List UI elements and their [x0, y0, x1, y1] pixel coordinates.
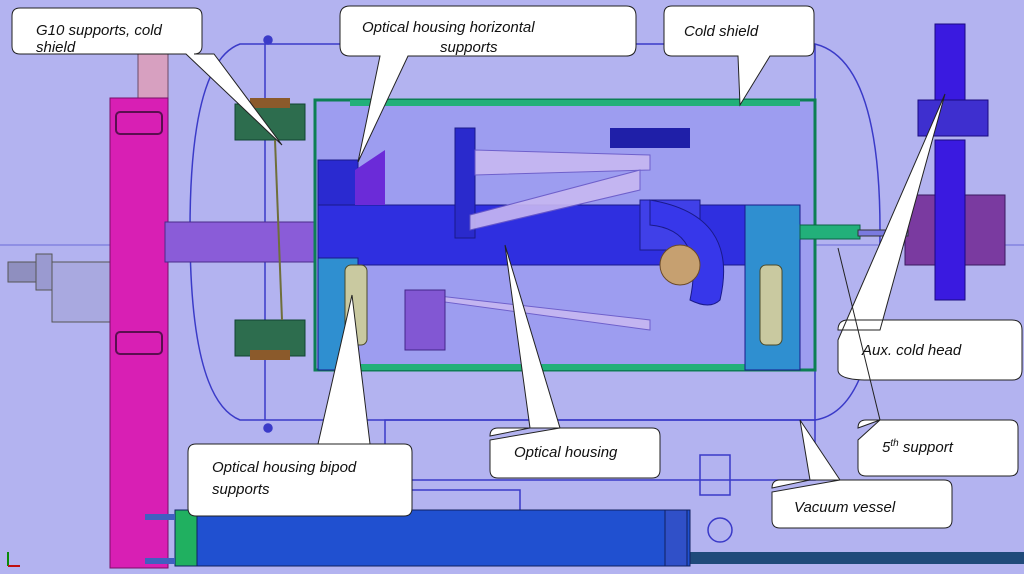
optical-housing-assembly	[317, 127, 801, 371]
callout-label-aux-cold-head: Aux. cold head	[861, 342, 962, 359]
callout-fifth-support: 5th support	[837, 247, 1019, 477]
callout-label-horizontal-line2: supports	[440, 39, 498, 56]
callout-label-horizontal: Optical housing horizontal	[362, 19, 535, 36]
callout-optical-horizontal: Optical housing horizontal supports	[339, 5, 637, 163]
optical-beam-paths	[404, 149, 651, 351]
base-rail	[690, 552, 1024, 564]
base-beam	[145, 509, 691, 567]
callout-vacuum-vessel: Vacuum vessel	[771, 419, 953, 529]
left-pedestal	[109, 53, 169, 569]
aux-cold-head	[799, 23, 1006, 301]
callout-label-bipod-line1: Optical housing bipod	[212, 459, 357, 476]
callout-label-optical-housing: Optical housing	[514, 444, 618, 461]
callout-bipod-supports: Optical housing bipod supports	[187, 294, 413, 517]
callout-label-vacuum-vessel: Vacuum vessel	[794, 499, 896, 516]
callout-label-bipod-line2: supports	[212, 481, 270, 498]
entrance-window-plug	[164, 221, 321, 263]
callout-label-cold-shield: Cold shield	[684, 23, 759, 40]
axis-triad-icon	[7, 552, 20, 567]
callout-label-g10: G10 supports, cold	[36, 22, 163, 39]
callout-g10-supports: G10 supports, cold shield	[11, 7, 283, 146]
callout-label-g10-line2: shield	[36, 39, 76, 56]
callout-label-fifth-support: 5th support	[882, 438, 954, 456]
callout-optical-housing: Optical housing	[489, 244, 661, 479]
callout-cold-shield: Cold shield	[663, 5, 815, 107]
callout-aux-cold-head: Aux. cold head	[837, 93, 1023, 381]
